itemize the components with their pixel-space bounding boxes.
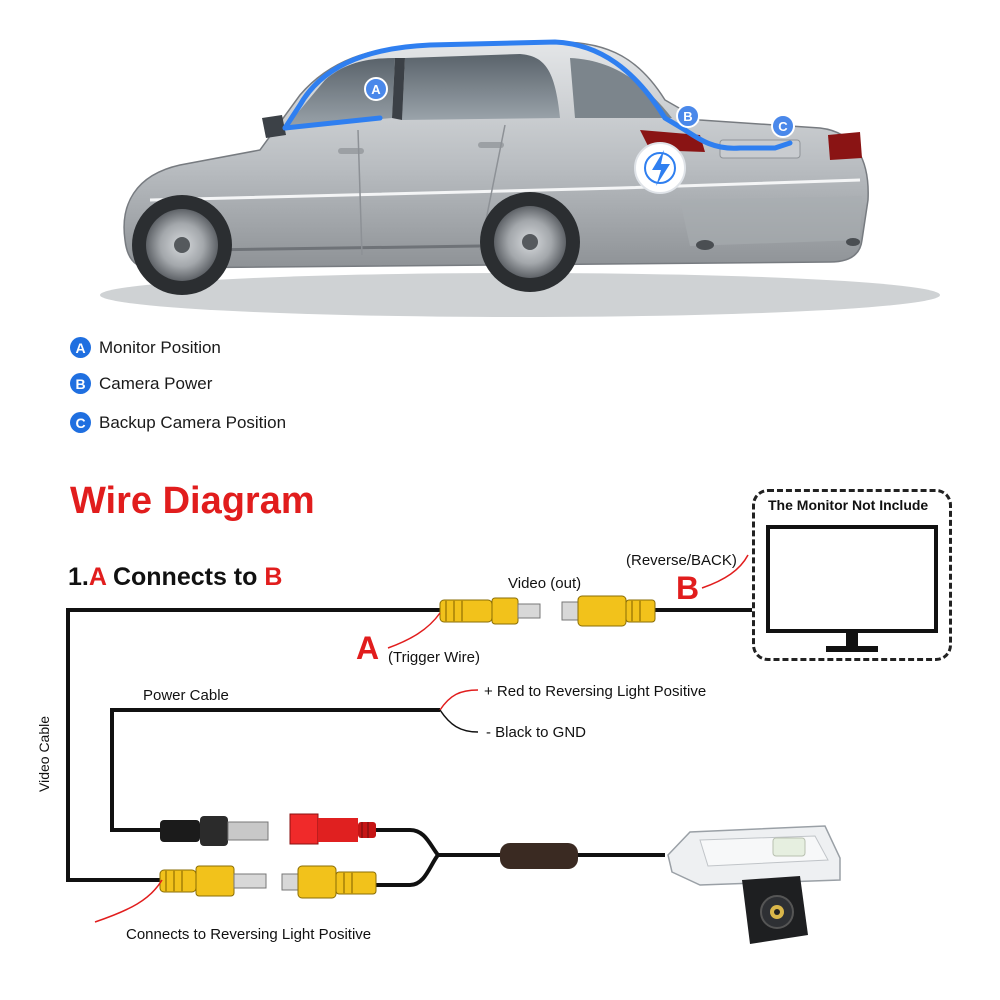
- backup-camera: [667, 825, 841, 944]
- video-out-label: Video (out): [508, 575, 582, 592]
- diagram-title: Wire Diagram: [70, 480, 315, 522]
- car-tail-light-right: [828, 132, 862, 160]
- legend-label: Backup Camera Position: [99, 412, 287, 432]
- step-middle: Connects to: [106, 563, 265, 591]
- car-rear-window: [402, 54, 560, 120]
- car-front-wheel: [132, 195, 232, 295]
- step-from: A: [88, 563, 106, 591]
- legend-item-camera-power: B Camera Power: [70, 373, 212, 394]
- car-shadow: [100, 273, 940, 317]
- power-split-red: [439, 689, 479, 711]
- legend-item-monitor: A Monitor Position: [70, 337, 221, 358]
- car-bumper: [680, 196, 862, 246]
- step-to: B: [264, 563, 283, 591]
- leader-line-connects: [94, 879, 163, 923]
- car-back-glass: [570, 58, 672, 118]
- leader-line-b: [701, 554, 749, 589]
- car-exhaust-right: [846, 238, 860, 246]
- car-marker-a: A: [364, 77, 388, 101]
- step-heading: 1.A Connects to B: [68, 563, 282, 592]
- power-cable: [110, 708, 440, 832]
- legend-label: Monitor Position: [99, 337, 221, 357]
- rca-male-bottom: [281, 865, 377, 899]
- legend-badge-a: A: [70, 337, 91, 358]
- car-marker-c: C: [771, 114, 795, 138]
- legend-label: Camera Power: [99, 373, 213, 393]
- legend-badge-c: C: [70, 412, 91, 433]
- rca-female-video-out: [439, 597, 541, 625]
- rca-female-bottom: [159, 865, 267, 897]
- camera-y-cable: [375, 828, 500, 887]
- power-split-black: [439, 709, 479, 733]
- car-sill: [204, 244, 481, 252]
- video-cable: [66, 608, 440, 882]
- red-wire-label: + Red to Reversing Light Positive: [484, 683, 707, 700]
- car-door-handle-front: [338, 148, 364, 154]
- legend-badge-b: B: [70, 373, 91, 394]
- car-routing-cable-inner: [282, 115, 383, 131]
- label-letter-b: B: [676, 570, 700, 606]
- leader-line-a: [387, 612, 441, 649]
- step-prefix: 1.: [68, 563, 89, 591]
- car-routing-cable: [282, 39, 793, 151]
- car-rear-wheel: [480, 192, 580, 292]
- monitor-icon: [766, 525, 938, 652]
- connects-label: Connects to Reversing Light Positive: [126, 926, 372, 943]
- video-cable-label: Video Cable: [36, 715, 52, 792]
- reverse-label: (Reverse/BACK): [626, 552, 737, 569]
- monitor-dashed-frame: [752, 489, 952, 661]
- trigger-wire-label: (Trigger Wire): [388, 649, 480, 666]
- black-dc-plug: [160, 816, 269, 846]
- red-dc-socket: [289, 813, 376, 845]
- car-illustration: [100, 39, 940, 317]
- monitor-title: The Monitor Not Include: [768, 497, 929, 513]
- legend-item-camera-position: C Backup Camera Position: [70, 412, 286, 433]
- inline-filter-box: [500, 843, 578, 869]
- car-mirror: [262, 115, 286, 138]
- power-cable-label: Power Cable: [143, 687, 229, 704]
- lightning-bolt-icon: [634, 142, 686, 194]
- label-letter-a: A: [356, 630, 380, 666]
- car-exhaust-left: [696, 240, 714, 250]
- black-wire-label: - Black to GND: [486, 724, 587, 741]
- car-marker-b: B: [676, 104, 700, 128]
- car-front-window: [285, 58, 395, 128]
- car-door-handle-rear: [478, 142, 504, 148]
- car-crease: [149, 178, 861, 202]
- rca-male-monitor: [561, 595, 656, 627]
- car-pillar: [392, 58, 405, 120]
